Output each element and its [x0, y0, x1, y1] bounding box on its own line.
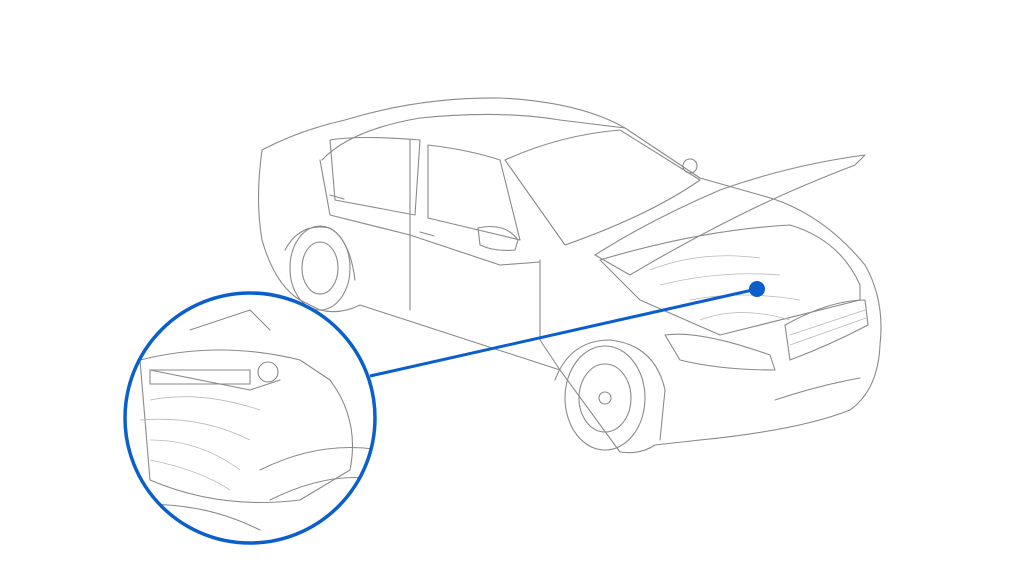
callout-line [369, 287, 758, 378]
engine-detail [129, 309, 375, 531]
zoom-callout [123, 281, 765, 545]
callout-circle [123, 291, 377, 545]
callout-marker-icon [749, 281, 765, 297]
car-body [257, 97, 882, 454]
